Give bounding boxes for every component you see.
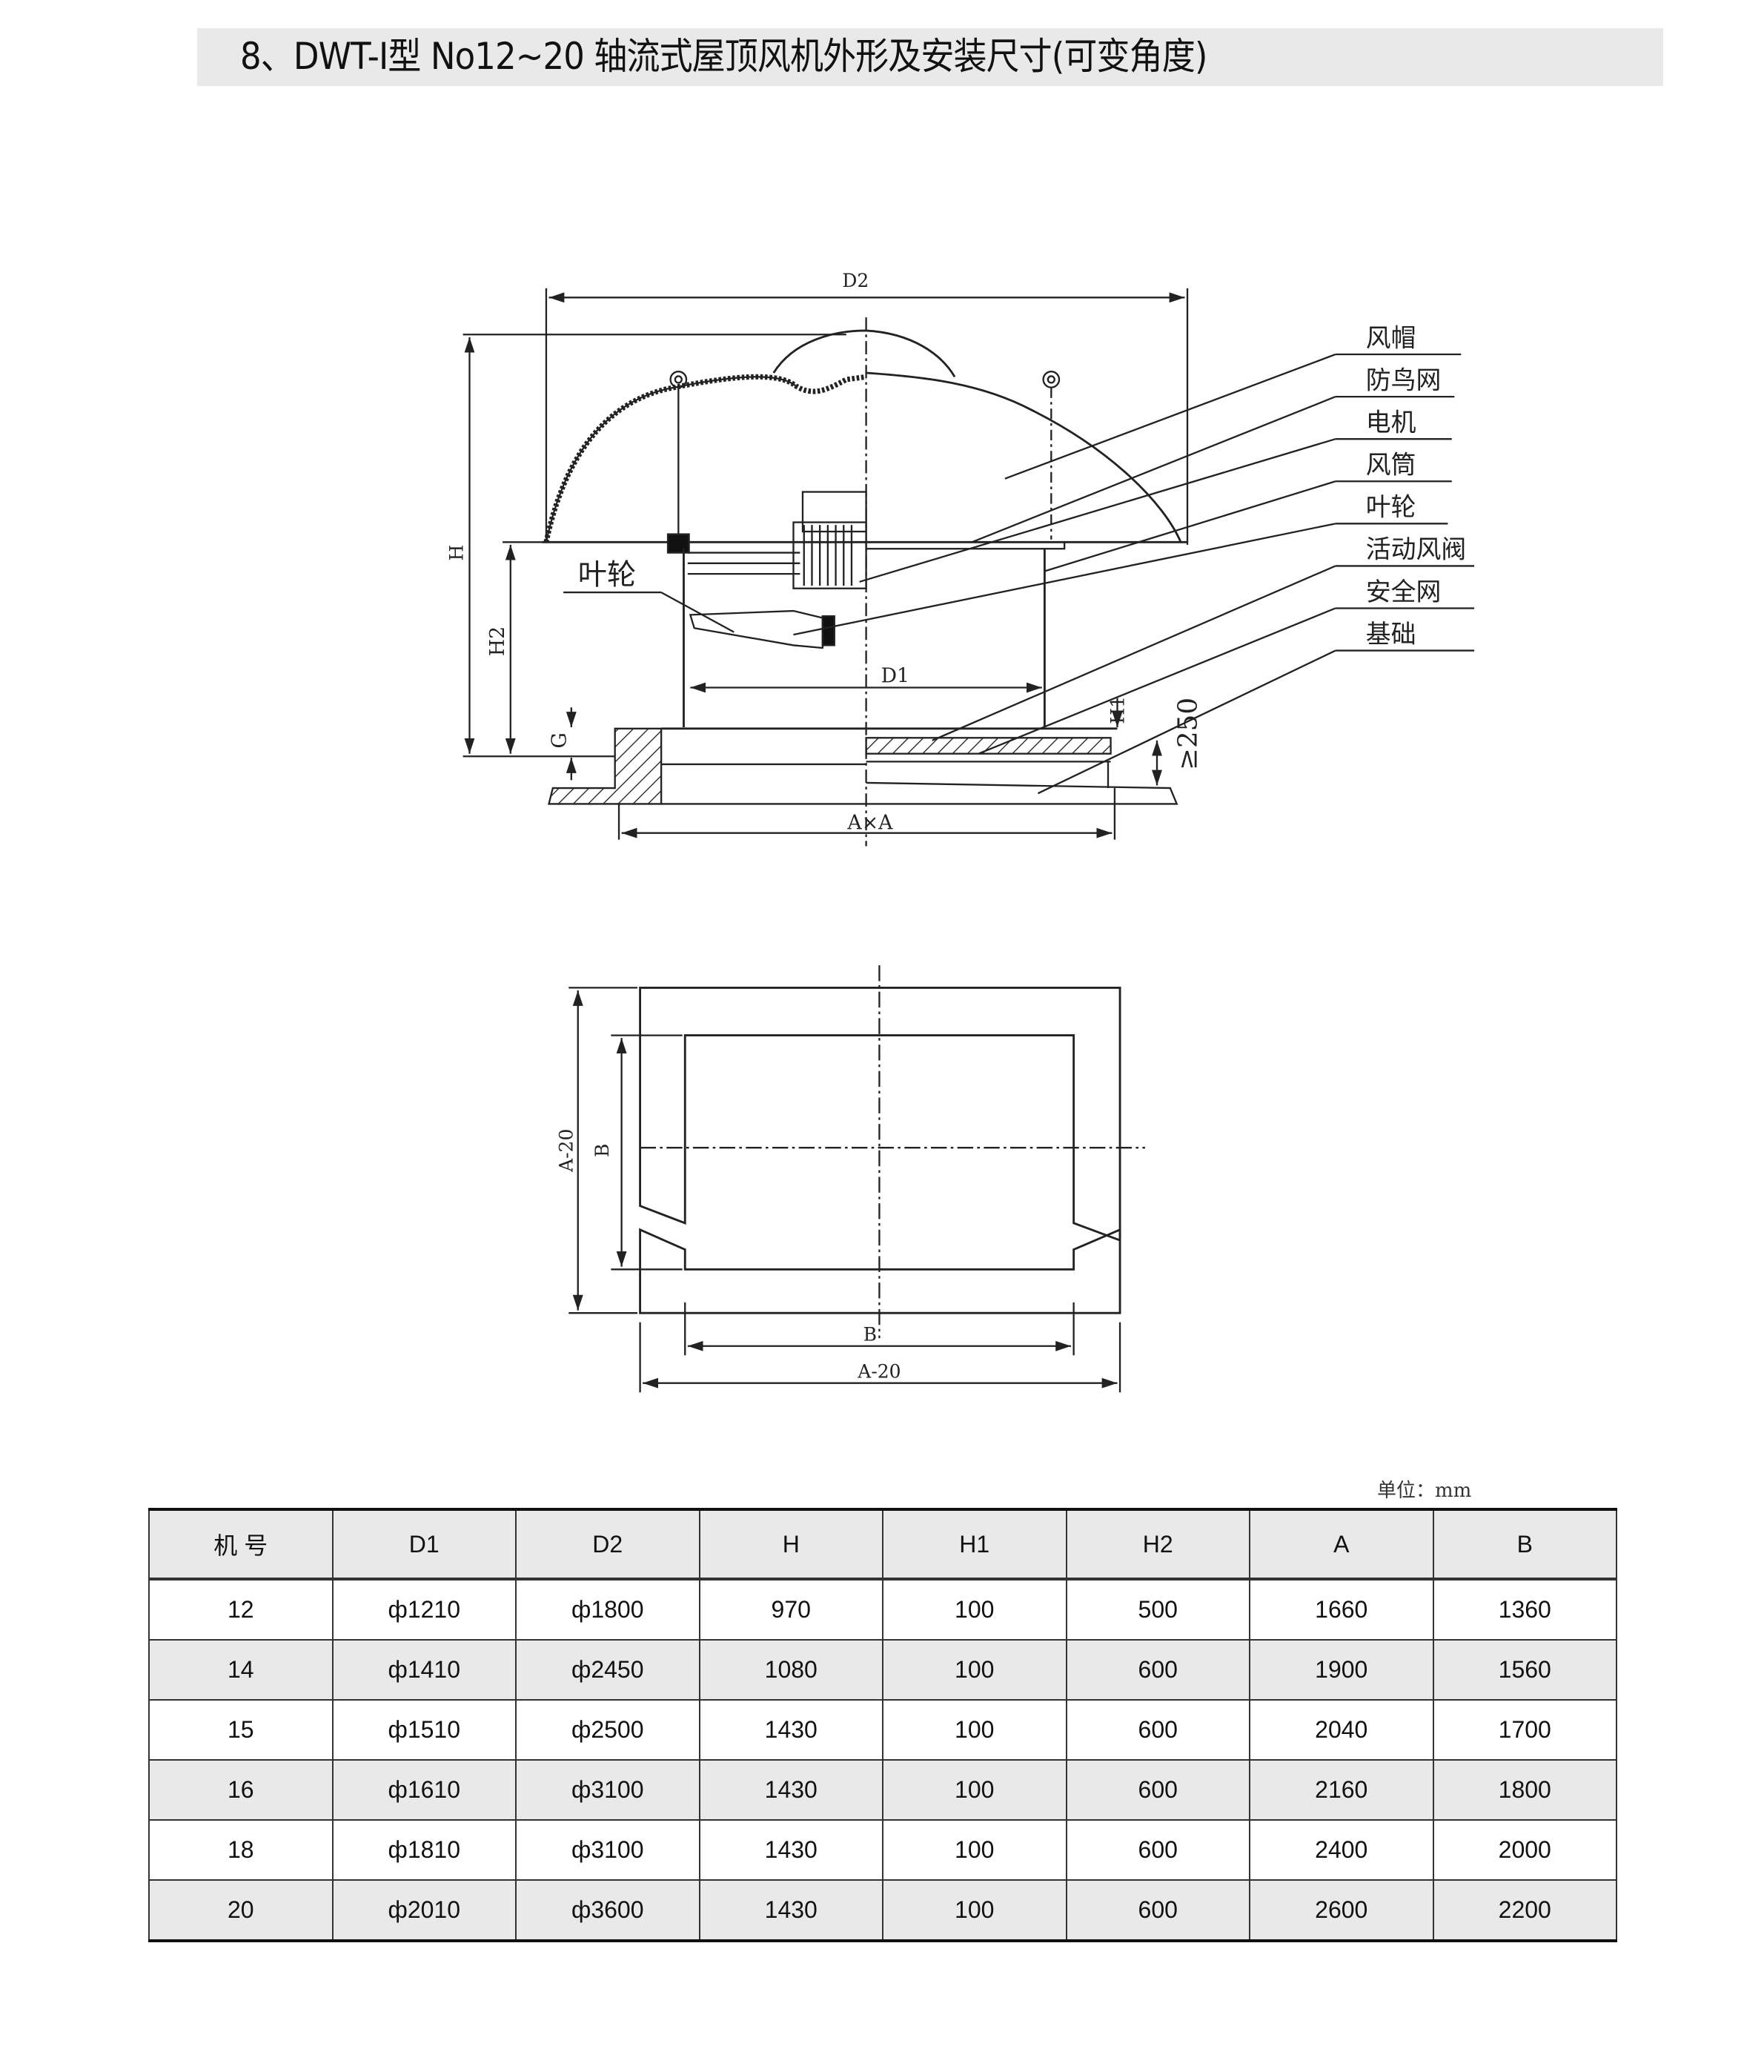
dim-a20-horizontal-label: A-20 <box>857 1361 901 1383</box>
table-cell: ф1810 <box>331 1820 517 1881</box>
table-cell: ф3100 <box>515 1820 700 1881</box>
hood <box>543 374 867 543</box>
table-cell: ф2500 <box>515 1700 700 1761</box>
dim-h-label: H <box>446 545 468 561</box>
table-cell: 100 <box>882 1760 1067 1821</box>
table-cell: 1360 <box>1432 1579 1617 1641</box>
table-cell: 100 <box>882 1820 1067 1881</box>
table-cell: 1430 <box>698 1880 883 1942</box>
table-cell: 20 <box>148 1880 334 1942</box>
plan-view: A-20 B B A-20 <box>556 965 1145 1393</box>
dim-b-horizontal-label: B <box>863 1324 877 1346</box>
table-cell: 1080 <box>698 1640 883 1701</box>
dim-250-label: ≥250 <box>1173 698 1204 770</box>
table-cell: ф1610 <box>331 1760 517 1821</box>
column-header: H1 <box>882 1509 1067 1581</box>
table-cell: ф3600 <box>515 1880 700 1942</box>
table-cell: 100 <box>882 1700 1067 1761</box>
table-cell: 1430 <box>698 1760 883 1821</box>
unit-label: 单位：mm <box>1377 1480 1472 1502</box>
column-header: B <box>1432 1509 1617 1581</box>
column-header: H2 <box>1065 1509 1250 1581</box>
part-label-impeller: 叶轮 <box>1366 493 1416 522</box>
column-header: A <box>1249 1509 1434 1581</box>
table-cell: ф2450 <box>515 1640 700 1701</box>
column-header: H <box>698 1509 883 1581</box>
impeller-callout: 叶轮 <box>578 558 636 592</box>
table-cell: 2400 <box>1249 1820 1434 1881</box>
table-cell: 15 <box>148 1700 334 1761</box>
table-cell: 970 <box>698 1579 883 1641</box>
part-label-motor: 电机 <box>1366 408 1416 437</box>
table-cell: 100 <box>882 1579 1067 1641</box>
dim-g-label: G <box>548 732 571 748</box>
table-cell: 100 <box>882 1640 1067 1701</box>
table-cell: 600 <box>1065 1760 1250 1821</box>
plan-lower-frame <box>639 1228 1121 1314</box>
part-label-damper: 活动风阀 <box>1366 535 1467 564</box>
part-label-bird-screen: 防鸟网 <box>1366 365 1442 394</box>
table-cell: 2160 <box>1249 1760 1434 1821</box>
table-cell: 1700 <box>1432 1700 1617 1761</box>
damper <box>865 737 1112 755</box>
table-cell: 1800 <box>1432 1760 1617 1821</box>
part-label-hood: 风帽 <box>1366 323 1416 352</box>
table-cell: 600 <box>1065 1880 1250 1942</box>
table-cell: 600 <box>1065 1640 1250 1701</box>
table-cell: 600 <box>1065 1820 1250 1881</box>
dim-h2-label: H2 <box>486 626 509 656</box>
table-cell: ф3100 <box>515 1760 700 1821</box>
column-header: D2 <box>515 1509 700 1581</box>
table-cell: 1430 <box>698 1820 883 1881</box>
part-label-foundation: 基础 <box>1366 620 1416 649</box>
table-cell: ф1410 <box>331 1640 517 1701</box>
table-cell: ф1210 <box>331 1579 517 1641</box>
air-duct <box>683 549 1046 728</box>
table-cell: 1900 <box>1249 1640 1434 1701</box>
table-cell: 600 <box>1065 1700 1250 1761</box>
table-cell: 1560 <box>1432 1640 1617 1701</box>
column-header: 机 号 <box>148 1509 334 1581</box>
dim-d2-label: D2 <box>842 270 869 291</box>
foundation <box>548 727 663 805</box>
motor <box>792 491 867 589</box>
table-cell: ф1800 <box>515 1579 700 1641</box>
impeller-blade <box>689 609 828 649</box>
dim-d1-label: D1 <box>881 664 909 687</box>
table-cell: 2000 <box>1432 1820 1617 1881</box>
title-bar: 8、DWT-Ⅰ型 No12~20 轴流式屋顶风机外形及安装尺寸(可变角度) <box>197 28 1663 86</box>
part-label-duct: 风筒 <box>1366 451 1416 480</box>
table-cell: ф2010 <box>331 1880 517 1942</box>
dim-b-vertical-label: B <box>591 1144 613 1157</box>
table-cell: 100 <box>882 1880 1067 1942</box>
page-title: 8、DWT-Ⅰ型 No12~20 轴流式屋顶风机外形及安装尺寸(可变角度) <box>240 35 1207 78</box>
table-cell: 2200 <box>1432 1880 1617 1942</box>
elevation-view: D2 叶轮 D1 <box>446 270 1475 847</box>
table-cell: 1430 <box>698 1700 883 1761</box>
table-cell: 16 <box>148 1760 334 1821</box>
table-cell: 14 <box>148 1640 334 1701</box>
table-cell: 2600 <box>1249 1880 1434 1942</box>
dim-axa-label: A×A <box>846 811 893 834</box>
dim-a20-vertical-label: A-20 <box>556 1129 577 1173</box>
part-labels: 风帽 防鸟网 电机 风筒 叶轮 活动风阀 安全网 基础 <box>793 323 1475 795</box>
table-cell: 500 <box>1065 1579 1250 1641</box>
plan-upper-frame <box>639 986 1121 1242</box>
column-header: D1 <box>331 1509 517 1581</box>
table-cell: 12 <box>148 1579 334 1641</box>
table-cell: ф1510 <box>331 1700 517 1761</box>
table-cell: 2040 <box>1249 1700 1434 1761</box>
part-label-safety-net: 安全网 <box>1366 577 1442 606</box>
table-cell: 18 <box>148 1820 334 1881</box>
table-cell: 1660 <box>1249 1579 1434 1641</box>
